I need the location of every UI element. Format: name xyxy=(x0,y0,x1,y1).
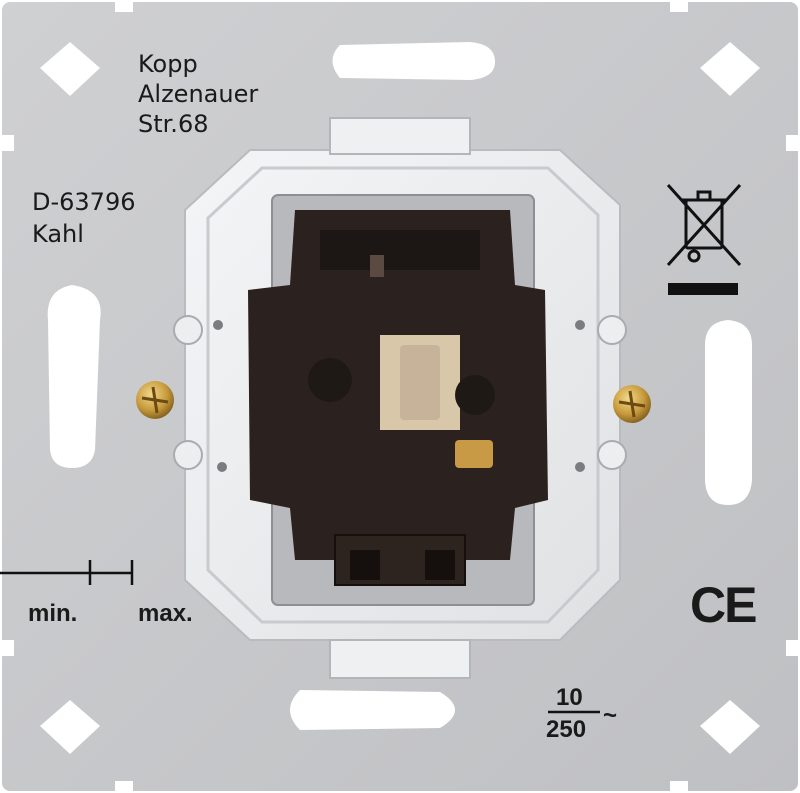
manufacturer-street-number: Str.68 xyxy=(138,110,209,138)
strip-length-gauge xyxy=(0,560,134,585)
rating-current: 10 xyxy=(556,684,583,711)
bottom-clip xyxy=(329,639,471,679)
weee-bin-icon xyxy=(666,183,742,267)
manufacturer-postcode: D-63796 xyxy=(32,188,136,216)
top-clip xyxy=(329,117,471,155)
ce-mark: CE xyxy=(690,577,757,633)
corner-holes xyxy=(40,42,760,754)
support-frame-inner-edge xyxy=(206,166,600,624)
strip-gauge-max-label: max. xyxy=(138,600,193,627)
weee-bar xyxy=(668,283,738,295)
frame-pins xyxy=(213,320,585,472)
switch-mechanism xyxy=(248,210,548,586)
strip-gauge-min-label: min. xyxy=(28,600,78,627)
rating-ac-symbol: ~ xyxy=(603,702,618,729)
manufacturer-name: Kopp xyxy=(138,50,198,78)
right-screw-icon xyxy=(613,385,651,423)
side-lugs xyxy=(173,315,627,470)
left-screw-icon xyxy=(136,381,174,419)
keyhole-slots xyxy=(47,42,752,730)
manufacturer-street: Alzenauer xyxy=(138,80,259,108)
rating-voltage: 250 xyxy=(546,716,587,743)
manufacturer-city: Kahl xyxy=(32,220,84,248)
